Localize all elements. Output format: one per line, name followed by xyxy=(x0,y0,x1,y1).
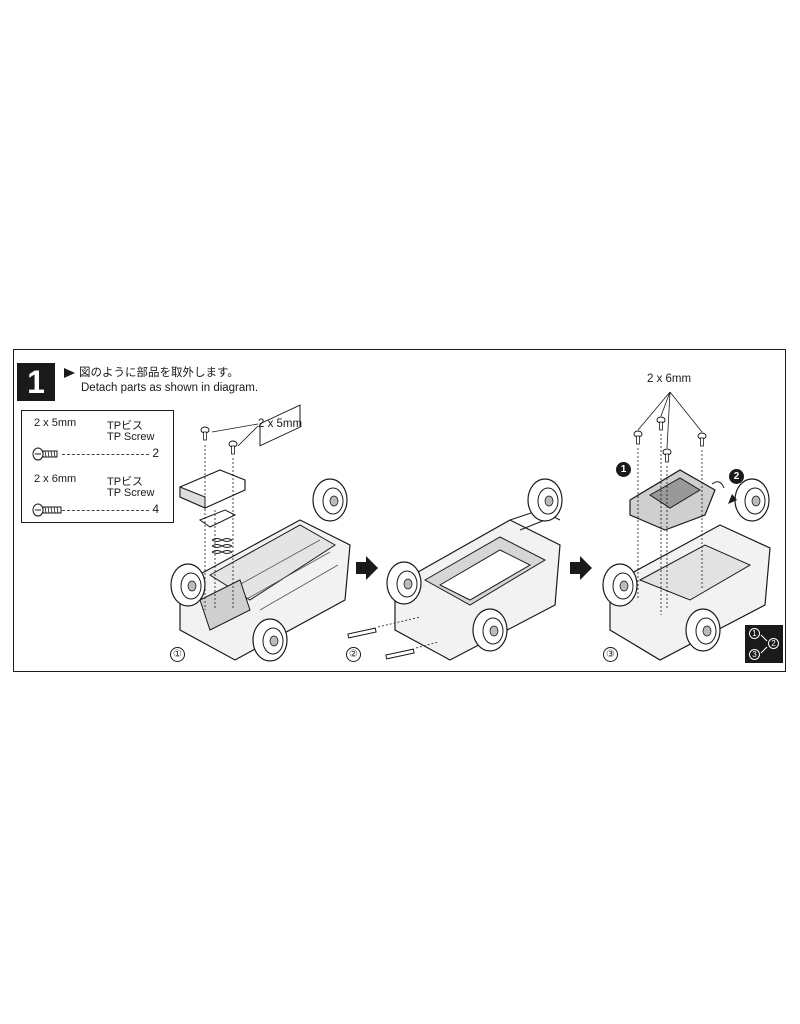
panel1-exploded-parts xyxy=(179,423,259,610)
part-size: 2 x 6mm xyxy=(34,473,77,485)
arrow-right-icon xyxy=(356,556,378,580)
part-name-en: TP Screw xyxy=(107,487,155,499)
part-size: 2 x 5mm xyxy=(34,417,77,429)
pointer-triangle-icon xyxy=(64,367,75,378)
step-number-badge: 1 xyxy=(17,363,55,401)
screw-size-callout: 2 x 5mm xyxy=(258,418,303,430)
panel-number: ② xyxy=(346,647,361,662)
quantity-leader xyxy=(62,454,149,455)
parts-list: 2 x 5mm TPビス TP Screw 2 2 x 6mm TPビス TP … xyxy=(21,410,174,523)
order-key-arrows-icon xyxy=(760,634,768,654)
panel2-chassis xyxy=(347,478,563,661)
sequence-marker: 2 xyxy=(729,469,744,484)
part-name-en: TP Screw xyxy=(107,431,155,443)
screw-size-callout: 2 x 6mm xyxy=(647,373,692,385)
part-quantity: 2 xyxy=(152,446,159,460)
order-key: 1 2 3 xyxy=(745,625,783,663)
panel2-removed-pins xyxy=(347,616,439,660)
screw-icon xyxy=(32,447,58,461)
order-key-number: 1 xyxy=(749,628,760,639)
panel3-removed-cover xyxy=(629,391,737,615)
part-name-jp: TPビス xyxy=(107,476,144,488)
instruction-text: 図のように部品を取外します。 Detach parts as shown in … xyxy=(64,366,258,396)
part-quantity: 4 xyxy=(152,502,159,516)
part-name-jp: TPビス xyxy=(107,420,144,432)
order-key-number: 3 xyxy=(749,649,760,660)
quantity-leader xyxy=(62,510,149,511)
sequence-marker: 1 xyxy=(616,462,631,477)
panel-number: ③ xyxy=(603,647,618,662)
instruction-en: Detach parts as shown in diagram. xyxy=(81,382,259,394)
part-item: 2 x 5mm TPビス TP Screw 2 xyxy=(22,411,173,463)
panel-number: ① xyxy=(170,647,185,662)
instruction-frame xyxy=(13,349,786,672)
arrow-right-icon xyxy=(570,556,592,580)
order-key-number: 2 xyxy=(768,638,779,649)
part-item: 2 x 6mm TPビス TP Screw 4 xyxy=(22,467,173,519)
panel3-chassis xyxy=(602,478,771,661)
screw-icon xyxy=(32,503,62,517)
panel1-chassis xyxy=(170,404,351,662)
instruction-jp: 図のように部品を取外します。 xyxy=(79,367,239,379)
